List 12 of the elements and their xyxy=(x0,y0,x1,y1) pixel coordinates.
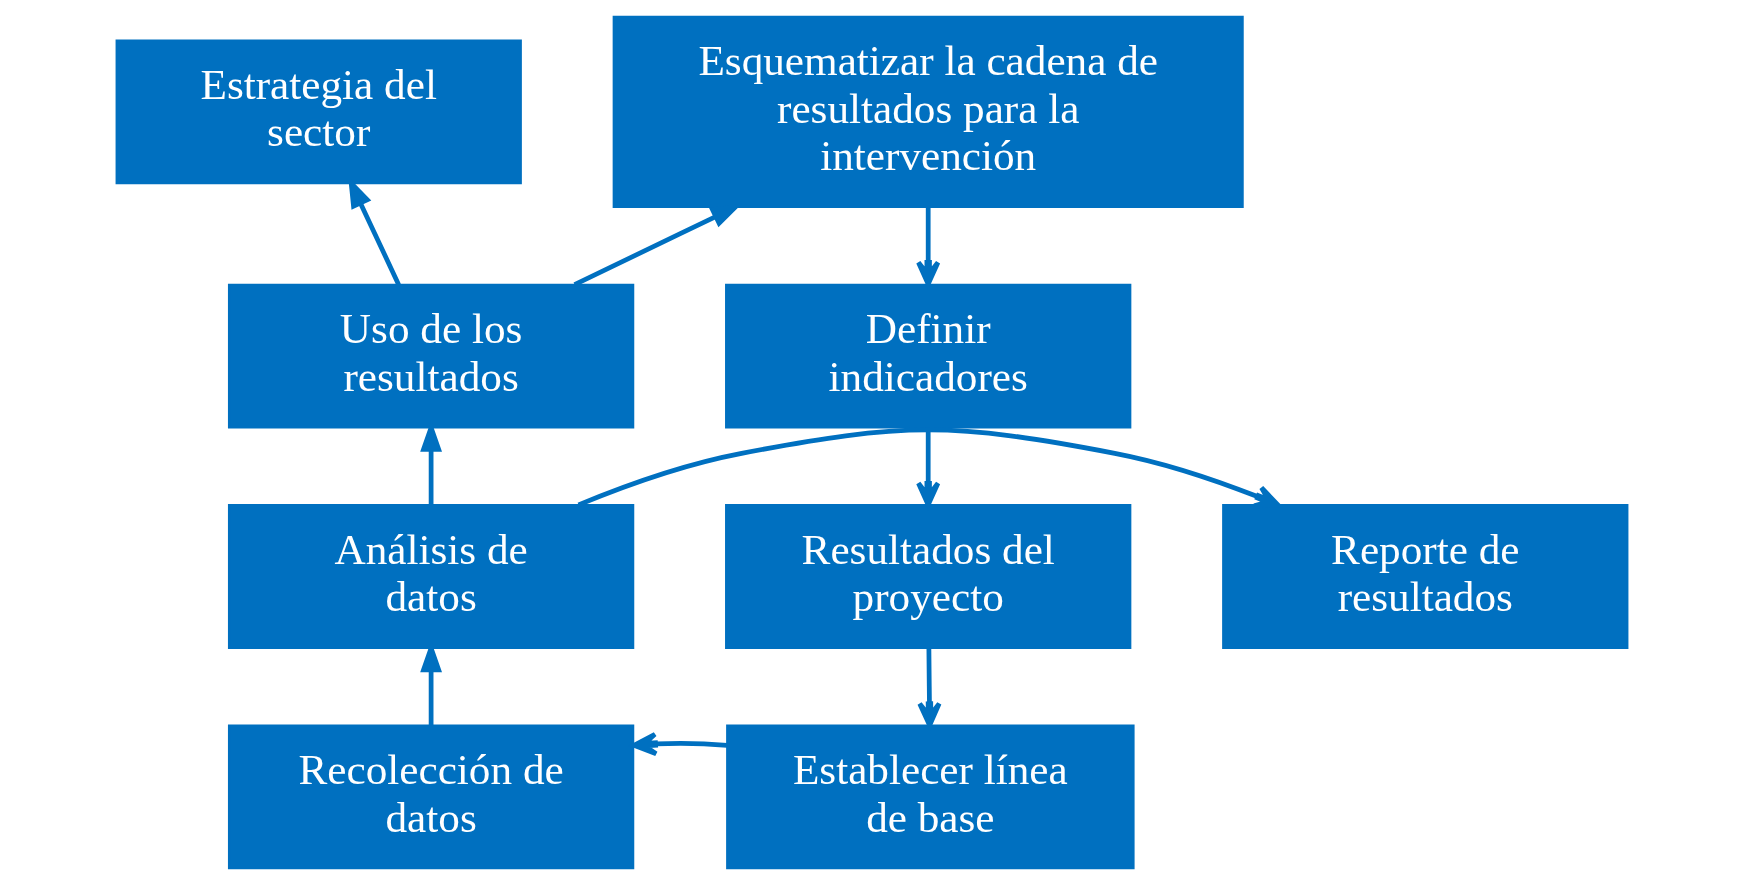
node-box: Esquematizar la cadena de resultados para la intervención xyxy=(612,15,1244,208)
arrow xyxy=(916,207,941,287)
node-box: Definir indicadores xyxy=(725,283,1132,429)
node-box: Estrategia del sector xyxy=(115,39,522,185)
arrow xyxy=(917,648,942,728)
node-box: Uso de los resultados xyxy=(227,283,635,429)
arrow xyxy=(631,731,728,757)
node-box: Establecer línea de base xyxy=(726,724,1135,870)
node-box: Resultados del proyecto xyxy=(725,504,1132,649)
node-box: Reporte de resultados xyxy=(1222,504,1629,649)
node-box: Recolección de datos xyxy=(227,724,635,870)
node-box: Análisis de datos xyxy=(227,504,635,649)
